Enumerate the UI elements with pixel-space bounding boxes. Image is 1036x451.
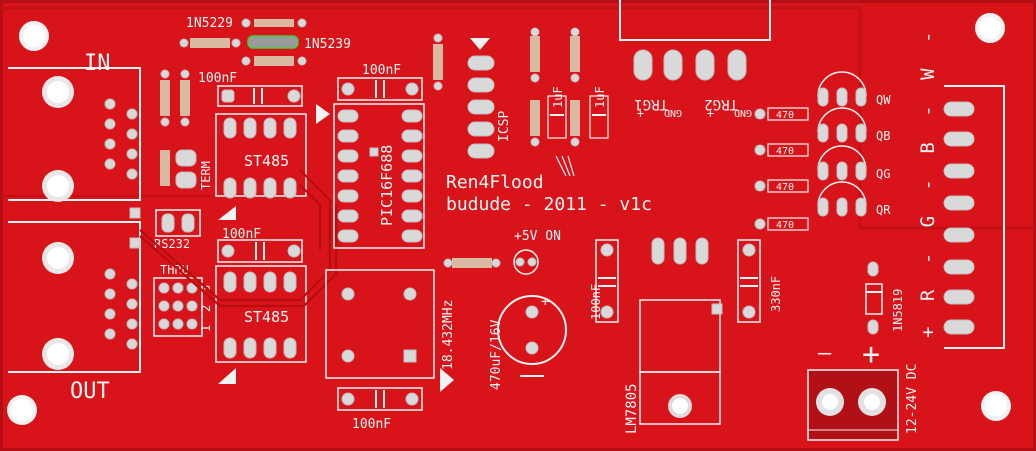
label-qr: QR <box>876 203 891 217</box>
label-icsp: ICSP <box>497 111 512 142</box>
label-470-1: 470 <box>776 110 794 121</box>
label-crystal: 18.432MHz <box>441 300 456 370</box>
rs232-jumper <box>129 207 201 249</box>
diode-resistor-cluster <box>179 18 307 66</box>
led-power <box>513 249 539 275</box>
label-dc: 12-24V DC <box>905 364 920 434</box>
logo-mark <box>555 155 575 177</box>
chip-st485-2 <box>215 265 307 384</box>
label-cap-pic: 100nF <box>362 63 401 78</box>
label-cap-top: 100nF <box>198 71 237 86</box>
capacitor-100nf-vertical <box>595 239 619 323</box>
icsp-header <box>467 38 495 159</box>
capacitor-330nf <box>737 239 761 323</box>
label-470-3: 470 <box>776 182 794 193</box>
thru-jumper <box>153 277 203 337</box>
label-trg-plus-1: + <box>637 107 644 121</box>
dc-terminal-block <box>807 369 899 441</box>
label-el-plus: + <box>541 294 549 310</box>
voltage-regulator <box>639 237 723 425</box>
rgbw-output-connector <box>943 85 1005 349</box>
trg-connector <box>619 0 771 81</box>
mounting-holes <box>7 13 1011 425</box>
electrolytic-capacitor <box>497 295 567 377</box>
label-out: OUT <box>70 379 110 404</box>
label-trg-gnd-2: GND <box>734 107 752 118</box>
label-elcap: 470uF/16V <box>489 319 504 390</box>
label-led: +5V ON <box>514 229 561 244</box>
resistor-icsp <box>433 33 443 91</box>
diode-1n5819 <box>865 261 883 335</box>
label-cap-vertical: 100nF <box>589 284 603 320</box>
chip-pic16f688 <box>316 103 425 249</box>
rj45-in-connector <box>8 67 141 202</box>
label-qg: QG <box>876 167 890 181</box>
label-trg-gnd-1: GND <box>664 107 682 118</box>
label-rs232: RS232 <box>154 237 190 251</box>
label-ren4flood: Ren4Flood <box>446 172 544 193</box>
label-cap-bottom: 100nF <box>352 417 391 432</box>
label-budude: budude - 2011 - v1c <box>446 194 652 215</box>
label-trg2: TRG2 <box>704 96 738 112</box>
capacitor-100nf-bottom <box>337 387 423 411</box>
label-qw: QW <box>876 93 891 107</box>
capacitor-100nf-mid <box>217 239 303 263</box>
label-pic: PIC16F688 <box>378 145 396 226</box>
label-trg1: TRG1 <box>634 96 668 112</box>
left-resistors <box>160 69 197 189</box>
label-cap-mid: 100nF <box>222 227 261 242</box>
label-lm7805: LM7805 <box>624 383 640 434</box>
label-term: TERM <box>199 161 213 190</box>
resistor-led <box>443 258 501 268</box>
label-330nf: 330nF <box>769 276 783 312</box>
capacitor-100nf-top <box>217 85 303 107</box>
label-1uf-a: 1uF <box>551 86 565 108</box>
resistors-470 <box>754 107 809 231</box>
label-dc-minus: — <box>818 341 832 366</box>
label-st485-1: ST485 <box>244 152 289 170</box>
transistor-row <box>817 71 867 217</box>
label-470-2: 470 <box>776 146 794 157</box>
label-470-4: 470 <box>776 220 794 231</box>
label-n2: 2 <box>199 305 213 312</box>
label-n1: 1 <box>199 325 213 332</box>
label-1n5239: 1N5239 <box>304 37 351 52</box>
label-trg-plus-2: + <box>707 107 714 121</box>
label-rgbw: + R - G - B - W - <box>917 25 939 338</box>
label-1uf-b: 1uF <box>593 86 607 108</box>
label-in: IN <box>84 51 111 76</box>
label-1n5229: 1N5229 <box>186 16 233 31</box>
label-qb: QB <box>876 129 890 143</box>
label-st485-2: ST485 <box>244 308 289 326</box>
capacitor-100nf-pic <box>337 77 423 101</box>
chip-st485-1 <box>215 113 307 220</box>
label-dc-plus: + <box>862 337 880 372</box>
label-1n5819: 1N5819 <box>891 289 905 332</box>
resistors-1uf-group <box>530 27 609 147</box>
rj45-out-connector <box>8 221 141 373</box>
crystal-oscillator <box>325 269 454 392</box>
